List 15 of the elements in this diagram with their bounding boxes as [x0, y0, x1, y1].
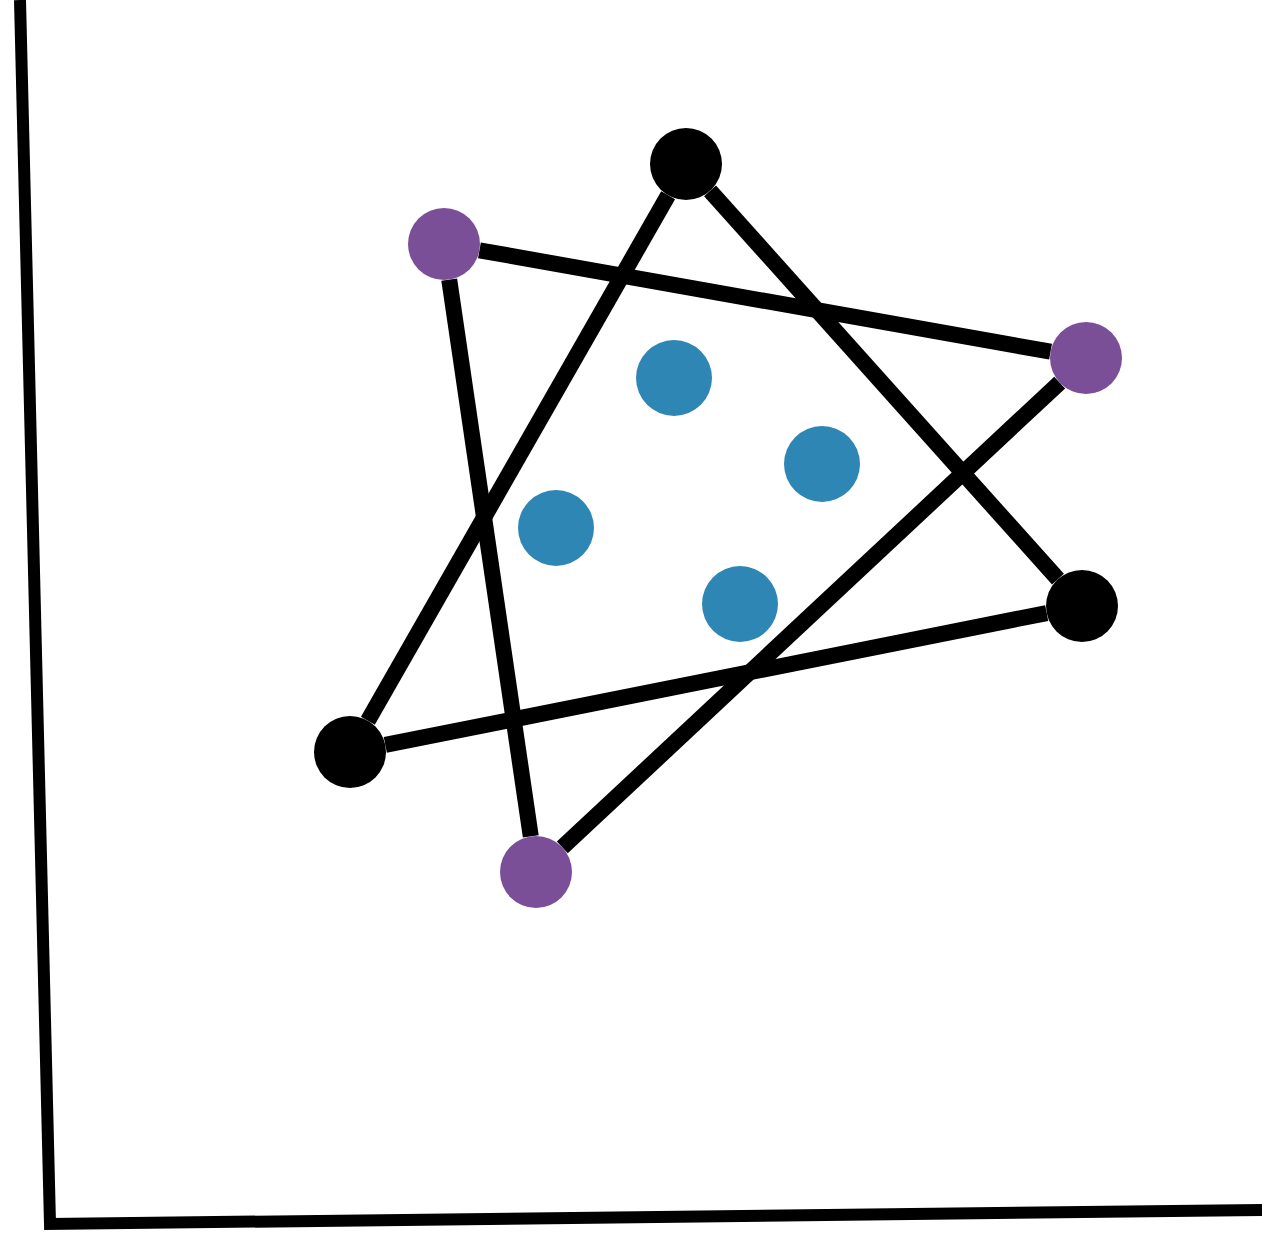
dot	[408, 208, 480, 280]
line	[704, 185, 1064, 585]
dot	[784, 426, 860, 502]
line	[441, 278, 539, 838]
line	[360, 191, 676, 725]
dot	[636, 340, 712, 416]
dot	[500, 836, 572, 908]
line	[556, 376, 1066, 854]
dot	[314, 716, 386, 788]
dot	[702, 566, 778, 642]
dot	[650, 128, 722, 200]
line	[383, 605, 1049, 753]
dot	[518, 490, 594, 566]
dot	[1050, 322, 1122, 394]
dot	[1046, 570, 1118, 642]
